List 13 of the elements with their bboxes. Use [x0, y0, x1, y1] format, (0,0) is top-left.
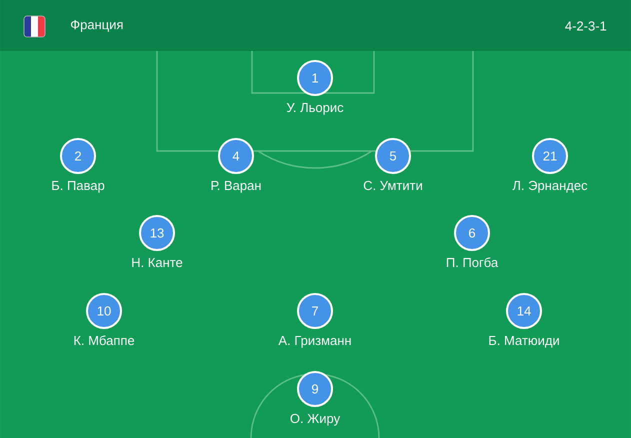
player-name: Б. Павар: [52, 181, 104, 193]
player-name: П. Погба: [446, 257, 498, 268]
player-name: К. Мбаппе: [74, 335, 134, 346]
player-name: С. Умтити: [364, 180, 422, 190]
player-name: Н. Канте: [132, 258, 182, 268]
player-name: Р. Варан: [212, 181, 261, 193]
team-name: Франция: [70, 20, 123, 32]
player-name: А. Гризманн: [278, 336, 351, 348]
player-name: О. Жиру: [290, 414, 340, 426]
formation-label: 4-2-3-1: [565, 21, 606, 31]
player-name: У. Льорис: [286, 103, 344, 115]
player-name: Б. Матюиди: [489, 336, 559, 348]
player-name: Л. Эрнандес: [512, 180, 588, 193]
